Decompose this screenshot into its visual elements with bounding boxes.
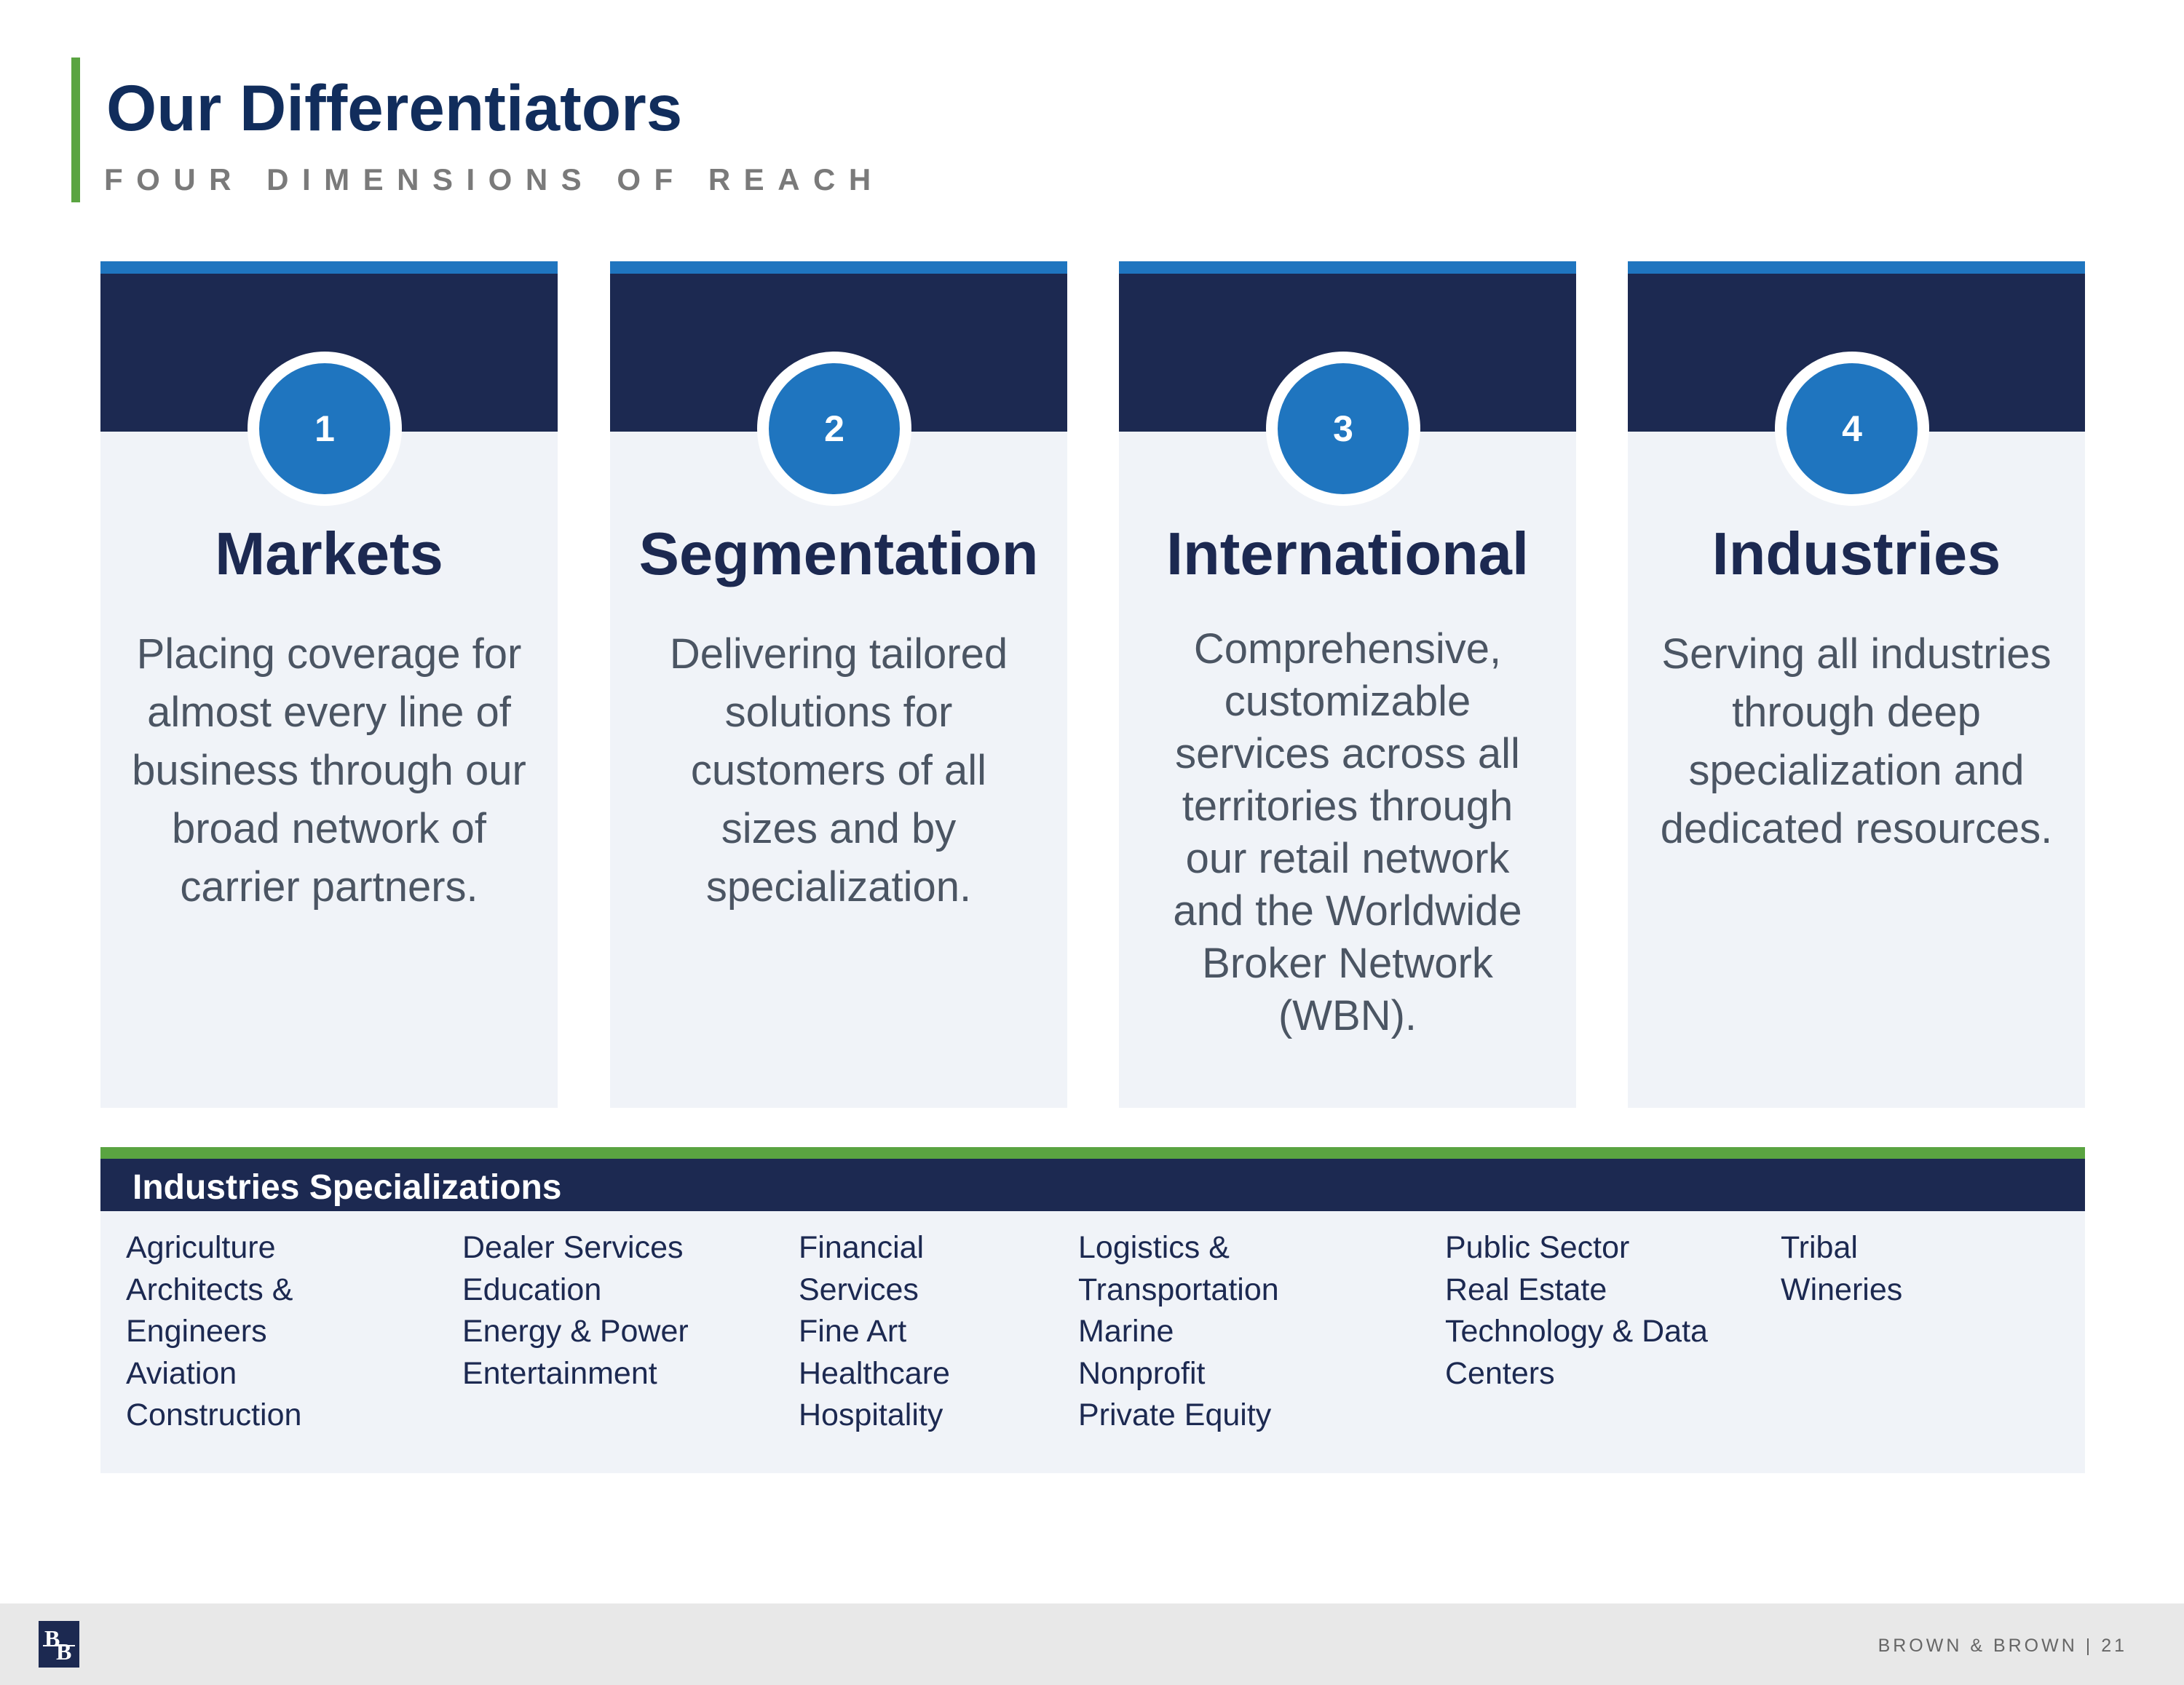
industries-column: Tribal Wineries	[1781, 1227, 1902, 1311]
industry-item: Nonprofit	[1078, 1355, 1206, 1391]
footer-separator: |	[2085, 1636, 2094, 1656]
industry-item: Agriculture	[126, 1230, 276, 1265]
industry-item: Wineries	[1781, 1272, 1903, 1307]
logo-letter: B	[44, 1625, 60, 1652]
industry-item: Services	[799, 1272, 919, 1307]
card-description: Placing coverage for almost every line o…	[132, 630, 526, 911]
card-international: 3 International Comprehensive, customiza…	[1119, 261, 1576, 1108]
footer: B B BROWN & BROWN | 21	[0, 1603, 2184, 1685]
industry-item: Tribal	[1781, 1230, 1858, 1265]
page-title: Our Differentiators	[106, 71, 683, 144]
card-number-badge: 3	[1266, 352, 1420, 506]
footer-company: BROWN & BROWN	[1878, 1636, 2078, 1656]
industry-item: Public Sector	[1445, 1230, 1630, 1265]
industries-column: Public Sector Real Estate Technology & D…	[1445, 1227, 1708, 1395]
card-number-badge: 1	[248, 352, 402, 506]
industry-item: Architects &	[126, 1272, 293, 1307]
industry-item: Healthcare	[799, 1355, 950, 1391]
industries-header: Industries Specializations	[100, 1159, 2085, 1211]
card-title: Industries	[1712, 520, 2001, 587]
card-description: Serving all industries through deep spec…	[1660, 630, 2053, 852]
industry-item: Private Equity	[1078, 1397, 1272, 1432]
brown-and-brown-logo: B B	[39, 1621, 79, 1668]
industry-item: Logistics &	[1078, 1230, 1230, 1265]
industries-column: Logistics & Transportation Marine Nonpro…	[1078, 1227, 1279, 1437]
industry-item: Real Estate	[1445, 1272, 1607, 1307]
industry-item: Engineers	[126, 1314, 267, 1349]
logo-divider	[43, 1645, 75, 1646]
industry-item: Centers	[1445, 1355, 1555, 1391]
industry-item: Dealer Services	[462, 1230, 684, 1265]
card-title: Segmentation	[638, 520, 1039, 587]
card-segmentation: 2 Segmentation Delivering tailored solut…	[610, 261, 1067, 1108]
title-accent-bar	[71, 58, 80, 202]
industry-item: Construction	[126, 1397, 302, 1432]
card-title: International	[1166, 520, 1530, 587]
industry-item: Marine	[1078, 1314, 1174, 1349]
card-markets: 1 Markets Placing coverage for almost ev…	[100, 261, 558, 1108]
card-industries: 4 Industries Serving all industries thro…	[1628, 261, 2085, 1108]
industry-item: Fine Art	[799, 1314, 907, 1349]
industry-item: Education	[462, 1272, 602, 1307]
page-number: 21	[2101, 1636, 2127, 1656]
industry-item: Aviation	[126, 1355, 237, 1391]
card-description: Comprehensive, customizable services acr…	[1173, 625, 1522, 1039]
industries-list: Agriculture Architects & Engineers Aviat…	[100, 1211, 2085, 1473]
industry-item: Transportation	[1078, 1272, 1279, 1307]
industry-item: Energy & Power	[462, 1314, 689, 1349]
page-subtitle: FOUR DIMENSIONS OF REACH	[104, 162, 885, 197]
logo-letter: B	[56, 1638, 72, 1665]
industry-item: Hospitality	[799, 1397, 943, 1432]
industries-column: Agriculture Architects & Engineers Aviat…	[126, 1227, 301, 1437]
industries-column: Dealer Services Education Energy & Power…	[462, 1227, 689, 1395]
card-number-badge: 4	[1775, 352, 1929, 506]
industry-item: Financial	[799, 1230, 925, 1265]
card-description: Delivering tailored solutions for custom…	[669, 630, 1008, 911]
industries-column: Financial Services Fine Art Healthcare H…	[799, 1227, 950, 1437]
card-title: Markets	[215, 520, 443, 587]
card-number-badge: 2	[757, 352, 911, 506]
footer-caption: BROWN & BROWN | 21	[1878, 1636, 2127, 1657]
industry-item: Technology & Data	[1445, 1314, 1708, 1349]
industry-item: Entertainment	[462, 1355, 657, 1391]
industries-heading: Industries Specializations	[132, 1168, 562, 1207]
industries-accent-bar	[100, 1147, 2085, 1159]
